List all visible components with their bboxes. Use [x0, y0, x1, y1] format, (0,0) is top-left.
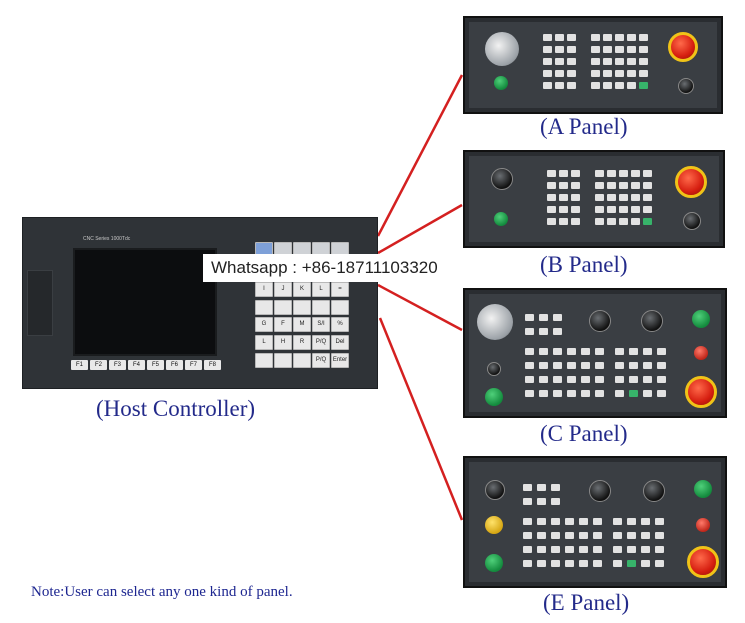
function-key-f8: F8 [204, 360, 221, 370]
function-key-f2: F2 [90, 360, 107, 370]
emergency-stop-icon [685, 376, 717, 408]
spindle-rate-knob-icon [641, 310, 663, 332]
connector-line-c [377, 283, 463, 332]
rotary-knob-icon [683, 212, 701, 230]
function-key-f1: F1 [71, 360, 88, 370]
panel-b-label: (B Panel) [540, 252, 628, 277]
rotary-knob-icon [678, 78, 694, 94]
emergency-stop-icon [675, 166, 707, 198]
host-lcd-screen [73, 248, 217, 356]
connector-line-a [376, 74, 464, 237]
whatsapp-contact-banner: Whatsapp : +86-18711103320 [203, 254, 458, 282]
feed-rate-knob-icon [491, 168, 513, 190]
power-off-button-icon [694, 346, 708, 360]
cycle-start-button-icon [485, 388, 503, 406]
panel-e-image [463, 456, 727, 588]
emergency-stop-icon [687, 546, 719, 578]
function-key-f6: F6 [166, 360, 183, 370]
panel-a-label: (A Panel) [540, 114, 628, 139]
spindle-rate-knob-icon [643, 480, 665, 502]
power-on-button-icon [692, 310, 710, 328]
panel-c-image [463, 288, 727, 418]
host-controller-image: CNC Series 1000Tdc F1 F2 F3 F4 F5 F6 F7 … [22, 217, 378, 389]
host-brand-text: CNC Series 1000Tdc [83, 236, 131, 242]
keypad-key: J [274, 282, 292, 297]
feed-rate-knob-icon [589, 310, 611, 332]
keypad-key [255, 353, 273, 368]
function-key-f3: F3 [109, 360, 126, 370]
keypad-key: Del [331, 335, 349, 350]
keypad-key: G [255, 317, 273, 332]
keypad-key [255, 300, 273, 315]
power-off-button-icon [696, 518, 710, 532]
cycle-start-button-icon [494, 76, 508, 90]
handwheel-icon [485, 32, 519, 66]
panel-c-keys [521, 310, 681, 410]
keypad-key [331, 300, 349, 315]
keypad-key [312, 300, 330, 315]
mode-knob-icon [485, 480, 505, 500]
panel-b-image [463, 150, 725, 248]
keypad-key: P/Q [312, 335, 330, 350]
keypad-key: Enter [331, 353, 349, 368]
keypad-key: K [293, 282, 311, 297]
keypad-key: % [331, 317, 349, 332]
keypad-key: R [293, 335, 311, 350]
panel-b-keys [543, 168, 653, 238]
keypad-key: P/Q [312, 353, 330, 368]
feed-rate-knob-icon [589, 480, 611, 502]
keypad-key [293, 300, 311, 315]
feed-hold-button-icon [485, 516, 503, 534]
handwheel-icon [477, 304, 513, 340]
panel-a-keys [539, 32, 649, 102]
function-key-f5: F5 [147, 360, 164, 370]
connector-line-b [377, 203, 463, 255]
cycle-start-button-icon [485, 554, 503, 572]
keypad-key: S/I [312, 317, 330, 332]
host-controller-label: (Host Controller) [96, 396, 256, 421]
selection-note: Note:User can select any one kind of pan… [31, 584, 293, 600]
keypad-key [274, 353, 292, 368]
keypad-key [293, 353, 311, 368]
function-key-f7: F7 [185, 360, 202, 370]
keypad-key: M [293, 317, 311, 332]
connector-line-e [378, 317, 464, 521]
keypad-key: F [274, 317, 292, 332]
keypad-key: I [255, 282, 273, 297]
emergency-stop-icon [668, 32, 698, 62]
keypad-key: L [255, 335, 273, 350]
function-key-f4: F4 [128, 360, 145, 370]
mode-knob-icon [487, 362, 501, 376]
panel-c-label: (C Panel) [540, 421, 628, 446]
keypad-key [274, 300, 292, 315]
panel-e-keys [519, 480, 679, 580]
cycle-start-button-icon [494, 212, 508, 226]
host-side-slot [27, 270, 53, 336]
keypad-key: H [274, 335, 292, 350]
keypad-key: L [312, 282, 330, 297]
power-on-button-icon [694, 480, 712, 498]
keypad-key: = [331, 282, 349, 297]
panel-a-image [463, 16, 723, 114]
panel-e-label: (E Panel) [543, 590, 630, 615]
